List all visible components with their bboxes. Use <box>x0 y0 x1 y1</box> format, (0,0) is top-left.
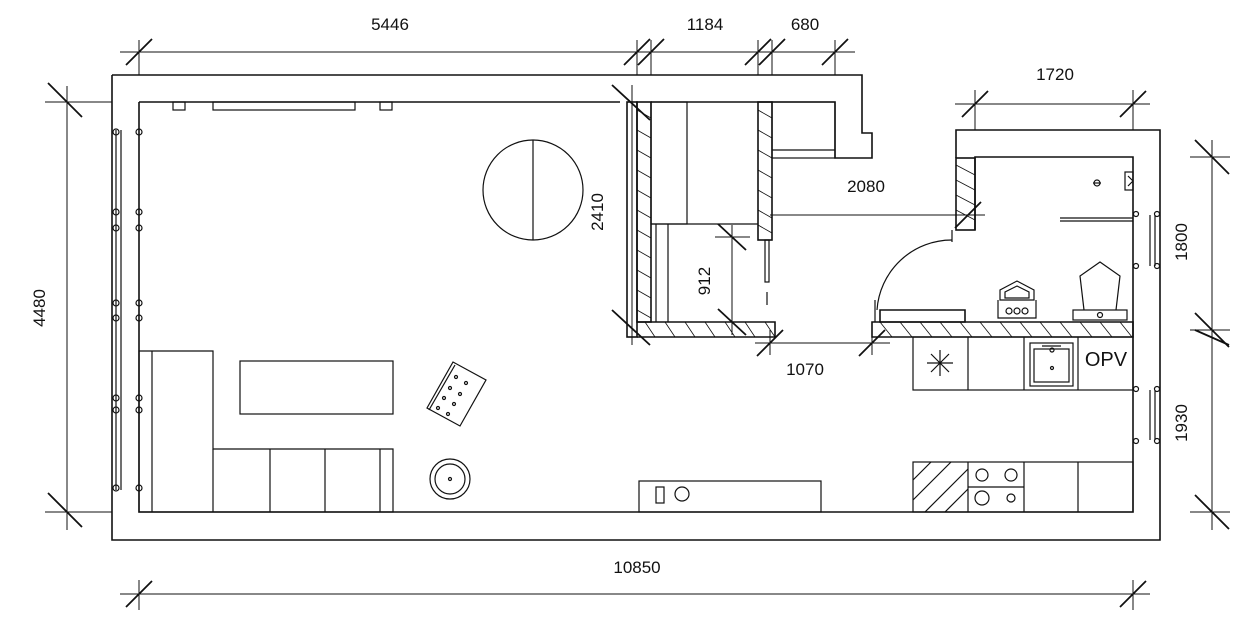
dimension-lines <box>45 40 1230 610</box>
kitchen-lower <box>912 461 1134 513</box>
outer-wall <box>111 74 1161 541</box>
dim-bottom-total: 10850 <box>613 558 660 577</box>
storage-door <box>764 239 770 305</box>
opv-label: OPV <box>1085 349 1128 371</box>
bathroom-fixtures <box>997 171 1134 321</box>
bathroom-hatching <box>879 164 1133 338</box>
dim-912: 912 <box>695 267 714 295</box>
sofa <box>138 350 394 513</box>
dim-top-middle: 1184 <box>687 15 724 34</box>
dim-bathroom-width: 1720 <box>1036 65 1074 84</box>
dim-door-2080: 2080 <box>847 177 885 196</box>
tv-stand <box>638 480 822 513</box>
dim-left-height: 4480 <box>30 289 49 327</box>
window-right <box>1132 210 1161 445</box>
dimension-ticks <box>47 38 1230 608</box>
keyboard-mat <box>426 361 487 427</box>
round-table <box>482 139 584 241</box>
pouf <box>429 458 471 500</box>
dim-right-1930: 1930 <box>1172 404 1191 442</box>
dim-room-2410: 2410 <box>588 193 607 231</box>
dim-door-1070: 1070 <box>786 360 824 379</box>
bathroom-door <box>874 230 953 322</box>
coffee-table <box>239 360 394 415</box>
window-left <box>112 128 143 492</box>
wardrobe <box>650 101 836 322</box>
kitchen-upper <box>912 336 1134 391</box>
dim-right-1800: 1800 <box>1172 223 1191 261</box>
dim-top-left: 5446 <box>371 15 409 34</box>
dim-top-right: 680 <box>791 15 819 34</box>
ceiling-beam <box>172 101 393 111</box>
